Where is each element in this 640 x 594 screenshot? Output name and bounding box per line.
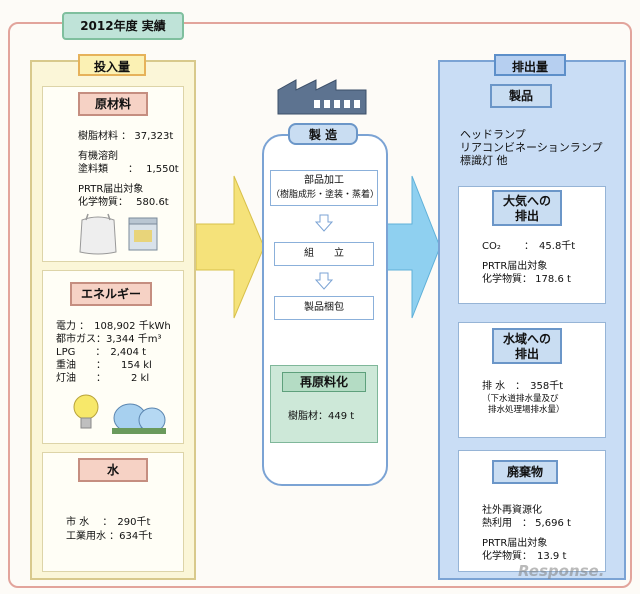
air-line-2: PRTR届出対象 bbox=[482, 261, 548, 272]
products-head: 製品 bbox=[490, 84, 552, 108]
process-parts-label: 部品加工 bbox=[304, 175, 344, 186]
waste-line-1: 社外再資源化 bbox=[482, 505, 542, 516]
energy-line-4: 重油 ： 154 kl bbox=[56, 360, 152, 371]
raw-materials-head: 原材料 bbox=[78, 92, 148, 116]
water-line-2: 工業用水 ：634千t bbox=[66, 531, 153, 542]
manufacturing-title: 製 造 bbox=[288, 123, 358, 145]
output-arrow bbox=[386, 175, 441, 319]
raw-line-5: 化学物質： 580.6t bbox=[78, 197, 169, 208]
waterbody-note-2: 排水処理場排水量） bbox=[488, 405, 565, 415]
light-bulb-icon bbox=[73, 394, 99, 429]
air-head-line-2: 排出 bbox=[514, 209, 539, 223]
down-arrow-icon bbox=[315, 214, 333, 232]
air-head-line-1: 大気への bbox=[502, 194, 551, 208]
raw-line-4: PRTR届出対象 bbox=[78, 184, 144, 195]
factory-icon bbox=[277, 79, 367, 115]
water-card bbox=[42, 452, 184, 572]
process-parts-detail: （樹脂成形・塗装・蒸着） bbox=[271, 190, 380, 200]
process-assembly: 組 立 bbox=[274, 242, 374, 266]
process-parts: 部品加工 （樹脂成形・塗装・蒸着） bbox=[270, 170, 380, 206]
water-line-1: 市 水 ： 290千t bbox=[66, 517, 151, 528]
recycle-text: 樹脂材：449 t bbox=[288, 411, 355, 422]
products-line-2: リアコンビネーションランプ bbox=[460, 141, 603, 154]
energy-line-3: LPG ： 2,404 t bbox=[56, 347, 147, 358]
air-line-1: CO₂ ： 45.8千t bbox=[482, 241, 576, 252]
input-title: 投入量 bbox=[78, 54, 146, 76]
waterbody-head-line-1: 水域への bbox=[502, 332, 551, 346]
waste-head: 廃棄物 bbox=[492, 460, 558, 484]
water-head: 水 bbox=[78, 458, 148, 482]
output-title: 排出量 bbox=[494, 54, 566, 76]
energy-line-2: 都市ガス：3,344 千m³ bbox=[56, 334, 162, 345]
waste-line-3: PRTR届出対象 bbox=[482, 538, 548, 549]
paint-can-icon bbox=[128, 217, 158, 251]
raw-line-1: 樹脂材料 ： 37,323t bbox=[78, 131, 174, 142]
gas-tank-icon bbox=[112, 403, 166, 434]
waste-line-2: 熱利用 ： 5,696 t bbox=[482, 518, 571, 529]
watermark-logo: Response. bbox=[518, 562, 605, 580]
air-line-3: 化学物質： 178.6 t bbox=[482, 274, 571, 285]
air-head: 大気への 排出 bbox=[492, 190, 562, 226]
energy-line-1: 電力 ： 108,902 千kWh bbox=[56, 321, 171, 332]
energy-line-5: 灯油 ： 2 kl bbox=[56, 373, 150, 384]
waste-line-4: 化学物質： 13.9 t bbox=[482, 551, 567, 562]
waterbody-head: 水域への 排出 bbox=[492, 328, 562, 364]
year-label: 2012年度 実績 bbox=[62, 12, 184, 40]
recycle-head: 再原料化 bbox=[282, 372, 366, 392]
waterbody-line-1: 排 水 ： 358千t bbox=[482, 381, 564, 392]
resin-bag-icon bbox=[79, 213, 117, 255]
raw-line-2: 有機溶剤 bbox=[78, 151, 118, 162]
process-packing: 製品梱包 bbox=[274, 296, 374, 320]
input-arrow bbox=[196, 175, 265, 319]
waterbody-head-line-2: 排出 bbox=[514, 347, 539, 361]
waterbody-note-1: （下水道排水量及び bbox=[482, 394, 559, 404]
outer-frame bbox=[8, 22, 632, 588]
down-arrow-icon bbox=[315, 272, 333, 290]
raw-line-3: 塗料類 ： 1,550t bbox=[78, 164, 179, 175]
products-line-3: 標識灯 他 bbox=[460, 154, 508, 167]
energy-head: エネルギー bbox=[70, 282, 152, 306]
products-line-1: ヘッドランプ bbox=[460, 128, 526, 141]
